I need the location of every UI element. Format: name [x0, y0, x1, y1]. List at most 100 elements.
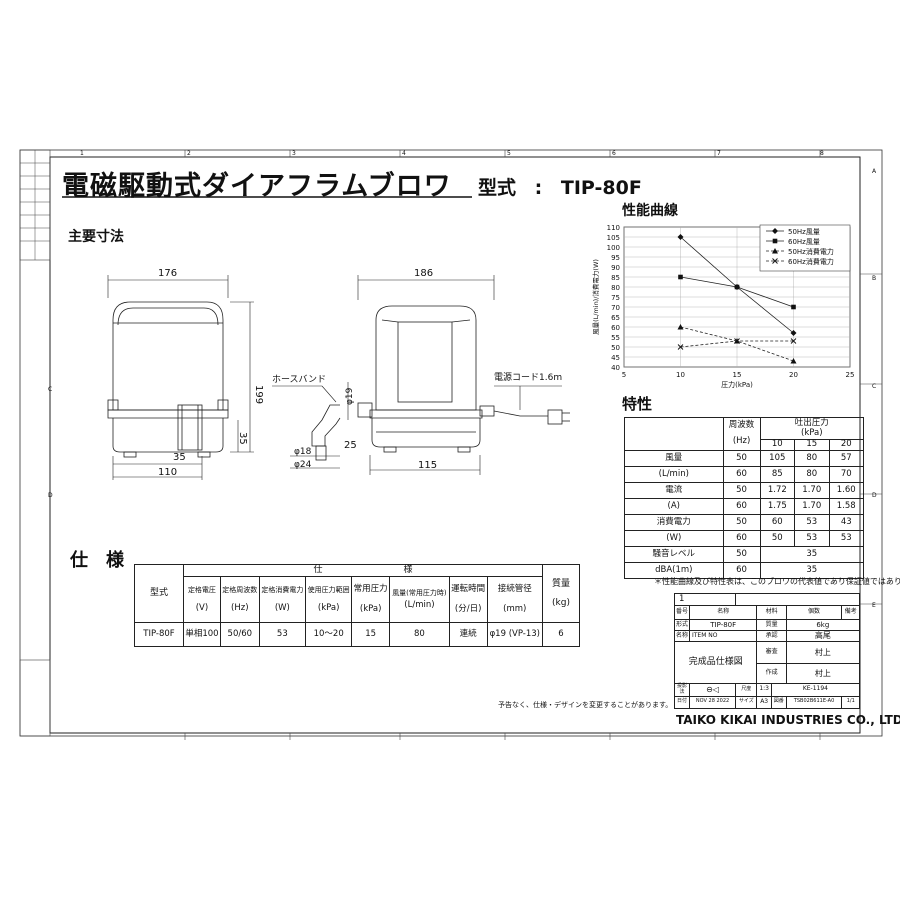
dim-width-176: 176 — [158, 268, 177, 279]
dim-35: 35 — [173, 452, 186, 463]
char-cell: 35 — [759, 546, 865, 563]
grid-mark-top-3: 3 — [292, 150, 296, 157]
char-cell: 70 — [828, 466, 864, 483]
y-axis-label: 風量(L/min)/消費電力(W) — [591, 259, 600, 335]
char-row-unit: dBA(1m) — [624, 562, 724, 579]
curve-heading: 性能曲線 — [622, 203, 678, 219]
spec-col-name: 接続管径 — [497, 583, 532, 594]
data-point — [678, 274, 683, 280]
tb-type-value: TIP-80F — [688, 619, 758, 631]
tb-date-value: NOV 28 2022 — [688, 695, 737, 709]
x-axis-label: 圧力(kPa) — [721, 380, 753, 389]
dim-115: 115 — [418, 460, 437, 471]
grid-mark-top-2: 2 — [187, 150, 191, 157]
grid-mark-right-c: C — [872, 383, 876, 390]
char-row-unit: (L/min) — [624, 466, 724, 483]
char-hz: 60 — [722, 562, 761, 579]
spec-col-name: 運転時間 — [451, 583, 486, 594]
tb-mass-label: 質量 — [756, 619, 787, 631]
power-cord-outline — [493, 409, 570, 425]
legend-label: 50Hz消費電力 — [788, 247, 834, 256]
tb-approved-label: 承認 — [756, 630, 787, 642]
y-tick-label: 80 — [611, 284, 620, 292]
char-hz: 50 — [722, 514, 761, 531]
characteristics-table: 周波数 (Hz) 吐出圧力 (kPa) 10 15 20 風量 50 105 8… — [624, 417, 865, 579]
dim-height-35: 35 — [237, 432, 248, 445]
tb-date-label: 日付 — [674, 695, 690, 709]
y-tick-label: 75 — [611, 294, 620, 302]
char-row-label: 騒音レベル — [624, 546, 724, 563]
spec-table: 型式 仕 様 質量 (kg) 定格電圧(V) 定格周波数(Hz) 定格消費電力(… — [134, 564, 580, 647]
spec-mass-value: 6 — [542, 622, 580, 647]
model-separator: : — [534, 177, 543, 199]
spec-value: 15 — [351, 622, 391, 647]
tb-drawing-no: TSB02B611E-A0 — [785, 695, 843, 709]
spec-col-unit: (L/min) — [404, 599, 435, 610]
tb-col-no: 番号 — [674, 605, 690, 620]
char-cell: 1.70 — [794, 482, 830, 499]
grid-mark-right-e: E — [872, 602, 876, 609]
spec-col-voltage: 定格電圧(V) — [183, 576, 221, 623]
spec-col-unit: (Hz) — [231, 602, 249, 613]
spec-col-name: 定格消費電力 — [261, 585, 304, 594]
grid-mark-top-1: 1 — [80, 150, 84, 157]
x-tick-label: 15 — [733, 371, 742, 379]
data-point — [677, 344, 684, 350]
char-cell: 85 — [759, 466, 796, 483]
tb-sheet: 1/1 — [841, 695, 860, 709]
y-tick-label: 110 — [607, 224, 620, 232]
tb-approved-by: 高尾 — [785, 630, 861, 642]
char-cell: 43 — [828, 514, 864, 531]
data-point — [791, 304, 796, 310]
x-tick-label: 25 — [846, 371, 855, 379]
grid-mark-top-7: 7 — [717, 150, 721, 157]
char-freq-label: 周波数 — [728, 420, 755, 431]
spec-col-airflow: 風量(常用圧力時)(L/min) — [389, 576, 450, 623]
grid-mark-right-b: B — [872, 275, 876, 282]
grid-mark-right-d: D — [872, 492, 877, 499]
tb-projection-icon: ⊖◁ — [688, 683, 737, 697]
y-tick-label: 45 — [611, 354, 620, 362]
tb-drawn-by: 村上 — [785, 663, 861, 684]
y-tick-label: 85 — [611, 274, 620, 282]
tb-name-label: 名称 — [674, 630, 690, 642]
dim-width-186: 186 — [414, 268, 433, 279]
document-title: 電磁駆動式ダイアフラムブロワ — [62, 171, 452, 202]
grid-mark-top-8: 8 — [820, 150, 824, 157]
spec-col-name: 使用圧力範囲 — [307, 585, 350, 594]
title-block: 1 番号 名称 材料 個数 備考 形式 TIP-80F 質量 6kg 名称 IT… — [673, 593, 861, 709]
spec-mass-header: 質量 (kg) — [542, 564, 580, 623]
char-cell: 1.58 — [828, 498, 864, 515]
y-tick-label: 60 — [611, 324, 620, 332]
y-tick-label: 90 — [611, 264, 620, 272]
side-view-outline — [357, 305, 495, 453]
dim-phi24: φ24 — [294, 460, 312, 470]
tb-size-value: A3 — [756, 695, 772, 709]
y-tick-label: 40 — [611, 364, 620, 372]
spec-col-unit: (V) — [195, 602, 209, 613]
x-tick-label: 10 — [676, 371, 685, 379]
spec-col-normal-pressure: 常用圧力(kPa) — [351, 576, 391, 623]
char-row-label: 風量 — [624, 450, 724, 467]
spec-col-pipe: 接続管径(mm) — [486, 576, 544, 623]
tb-scale-label: 尺度 — [735, 683, 758, 697]
char-corner — [624, 417, 724, 451]
spec-value: 連続 — [448, 622, 488, 647]
char-hz: 60 — [722, 466, 761, 483]
char-cell: 53 — [828, 530, 864, 547]
legend-label: 60Hz消費電力 — [788, 257, 834, 266]
tb-scale-value: 1:3 — [756, 683, 772, 697]
char-pressure-20: 20 — [828, 439, 864, 451]
hose-band-outline — [311, 404, 341, 461]
char-row-label: 電流 — [624, 482, 724, 499]
tb-type-label: 形式 — [674, 619, 690, 631]
char-hz: 50 — [722, 450, 761, 467]
x-tick-label: 5 — [622, 371, 626, 379]
grid-mark-top-6: 6 — [612, 150, 616, 157]
tb-col-remarks: 備考 — [841, 605, 860, 620]
char-pressure-label: 吐出圧力 — [794, 417, 829, 428]
spec-col-name: 常用圧力 — [353, 583, 388, 594]
x-tick-label: 20 — [789, 371, 798, 379]
spec-value: 単相100 — [183, 622, 221, 647]
grid-mark-right-a: A — [872, 168, 877, 175]
